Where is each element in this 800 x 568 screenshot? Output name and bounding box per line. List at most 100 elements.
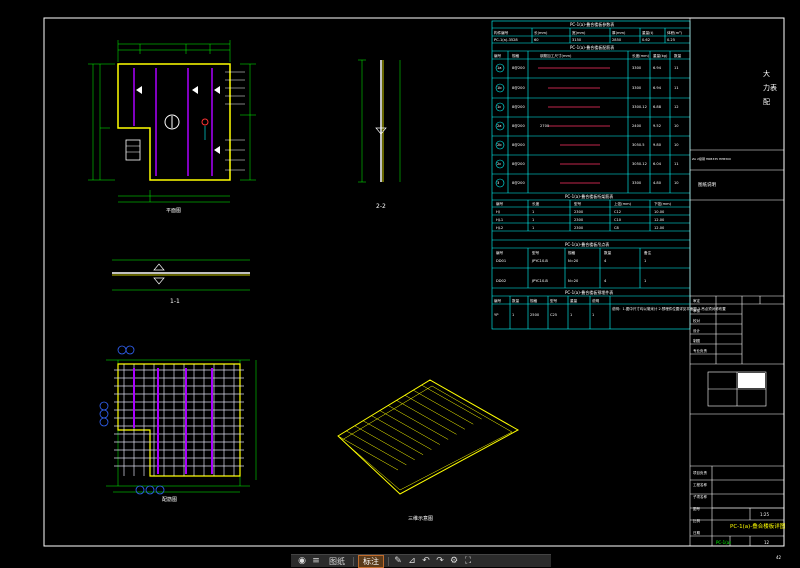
- table3-header: 长度: [532, 201, 540, 206]
- table5-cell: YP: [494, 313, 499, 317]
- sheet-number: 42: [776, 555, 782, 560]
- table4-cell: DD02: [496, 279, 506, 283]
- view-icon[interactable]: ◉: [298, 556, 306, 566]
- table1-title: PC-1(a)-叠合楼板参数表: [570, 21, 614, 27]
- table4-cell: JPYC10-B: [531, 279, 548, 283]
- iso-title: 三维示意图: [408, 515, 433, 522]
- title-block-row: 工程名称: [693, 482, 707, 487]
- measure-icon[interactable]: ⊿: [408, 556, 416, 566]
- table5-cell: 1: [512, 313, 514, 317]
- table3-cell: 1: [532, 210, 534, 214]
- title-char-2: 力: [763, 83, 770, 92]
- table1-cell: 60: [534, 38, 539, 42]
- table1-header: 长(mm): [534, 30, 548, 35]
- table4-cell: 4: [604, 259, 607, 263]
- table2-cell: 3300: [632, 181, 642, 185]
- title-char-1: 大: [763, 69, 770, 78]
- table1-header: 重量(t): [642, 30, 654, 35]
- table3-cell: 1: [532, 218, 534, 222]
- title-block: [689, 18, 784, 546]
- table2-cell: 11: [674, 86, 679, 90]
- table2-cell: 1b: [497, 86, 502, 90]
- fullscreen-icon[interactable]: ⛶: [464, 556, 472, 566]
- drawing-scale: 1:25: [760, 512, 769, 517]
- table2-cell: 8@200: [512, 66, 525, 70]
- table3-cell: 2300: [574, 210, 584, 214]
- table2-header: 长度(mm): [632, 53, 650, 58]
- table4-header: 编号: [496, 250, 504, 255]
- title-block-row: 日期: [693, 530, 701, 535]
- table3-cell: 12.00: [654, 218, 665, 222]
- table2-cell: 9.52: [653, 124, 661, 128]
- table3-cell: HJ-1: [496, 218, 503, 222]
- table5-cell: 1: [592, 313, 594, 317]
- tab-drawing[interactable]: 图纸: [329, 556, 345, 566]
- table2-cell: 6.88: [653, 105, 662, 109]
- table5-header: 编号: [494, 298, 502, 303]
- table2-cell: 3300.12: [632, 105, 647, 109]
- table2-cell: 8@200: [512, 124, 525, 128]
- table2-cell: 10: [674, 143, 679, 147]
- table1-header: 宽(mm): [572, 30, 586, 35]
- table2-cell: 11: [674, 162, 679, 166]
- table4-header: 备注: [644, 250, 652, 255]
- table3-cell: C10: [614, 218, 622, 222]
- table4-cell: 1: [644, 259, 646, 263]
- undo-icon[interactable]: ↶: [422, 556, 430, 566]
- table2-header: 重量(kg): [653, 53, 668, 58]
- redo-icon[interactable]: ↷: [436, 556, 444, 566]
- table5-header: 说明: [592, 298, 600, 303]
- pen-icon[interactable]: ✎: [394, 556, 402, 566]
- table4-title: PC-1(a)-叠合楼板吊点表: [565, 241, 609, 247]
- settings-icon[interactable]: ⚙: [449, 556, 459, 566]
- rebar-plan-view: 配筋图: [99, 345, 257, 503]
- table3-cell: 2300: [574, 218, 584, 222]
- drawing-frame: [43, 17, 785, 547]
- table3-header: 上弦(mm): [614, 201, 632, 206]
- section-2-2-view: 2-2: [358, 59, 401, 210]
- table2-cell: 8@200: [512, 162, 525, 166]
- table1-cell: 2850: [612, 38, 622, 42]
- table4-header: 规格: [568, 250, 576, 255]
- table4-header: 数量: [604, 250, 612, 255]
- table2-cell: 3050.12: [632, 162, 647, 166]
- table5-title: PC-1(a)-叠合楼板预埋件表: [565, 289, 613, 295]
- table2-header: 编号: [494, 53, 502, 58]
- table2-cell: 6.04: [653, 162, 662, 166]
- table2-cell: 12: [674, 105, 679, 109]
- title-block-row: 子项名称: [693, 494, 707, 499]
- section-1-1-view: 1-1: [112, 259, 250, 305]
- title-block-small-text: ZA 2级钢 HRB335 HPB300: [692, 156, 731, 161]
- table2-cell: 4.80: [653, 181, 662, 185]
- title-block-row: 审定: [693, 298, 701, 303]
- table2-cell: 3: [497, 181, 499, 185]
- table3-cell: 12.00: [654, 226, 665, 230]
- rebar-plan-title: 配筋图: [162, 496, 177, 503]
- table3-cell: C12: [614, 210, 621, 214]
- section-1-1-label: 1-1: [170, 298, 180, 305]
- title-block-row: 比例: [693, 518, 701, 523]
- table2-cell: 3050.5: [632, 143, 645, 147]
- table2-cell: 11: [674, 66, 679, 70]
- table5-cell: 2500: [530, 313, 540, 317]
- title-block-row: 项目负责: [693, 470, 707, 475]
- table4-cell: 4: [604, 279, 607, 283]
- table2-cell: 6.94: [653, 86, 662, 90]
- table3-cell: HJ-2: [496, 226, 503, 230]
- title-block-label: 图纸说明: [698, 181, 716, 188]
- rebar-tables: [491, 20, 691, 330]
- table1-cell: 0.62: [642, 38, 650, 42]
- table3-header: 下弦(mm): [654, 201, 672, 206]
- layers-icon[interactable]: ≡: [312, 556, 320, 566]
- title-char-4: 配: [763, 98, 770, 106]
- table1-cell: PC-1(a)-3528: [494, 38, 518, 42]
- plan-view-title: 平面图: [166, 208, 181, 214]
- table2-header: 规格: [512, 53, 520, 58]
- title-block-row: 图号: [693, 506, 701, 511]
- isometric-view: 三维示意图: [337, 379, 520, 522]
- table2-cell: 8@200: [512, 181, 525, 185]
- tab-annotation[interactable]: 标注: [358, 554, 384, 568]
- table1-cell: 3150: [572, 38, 582, 42]
- table4-cell: JPYC10-B: [531, 259, 548, 263]
